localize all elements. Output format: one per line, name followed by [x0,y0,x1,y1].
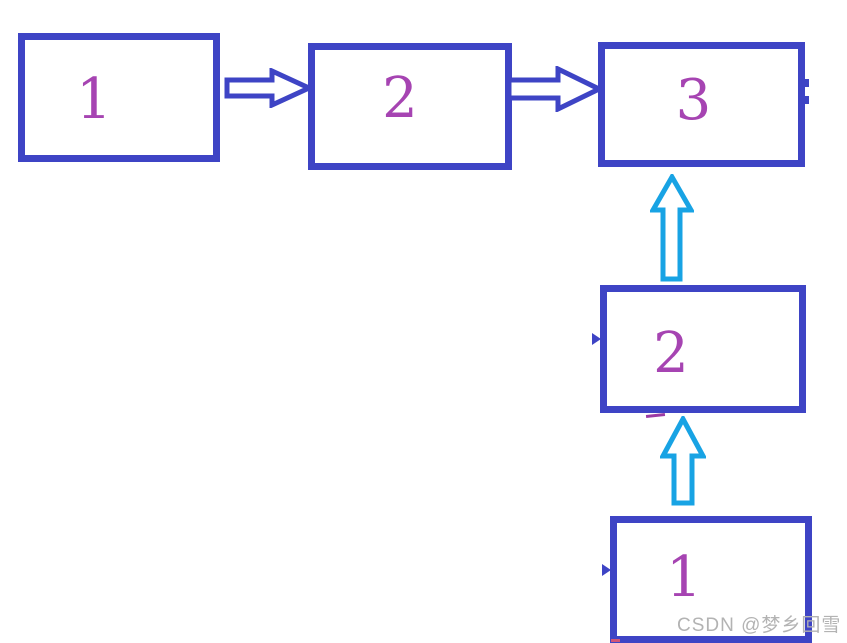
node-label: 1 [76,66,112,132]
node-label: 3 [675,67,712,133]
arrow-right-icon [506,66,602,112]
arrow-up-icon [650,174,694,282]
node-label: 2 [653,321,689,386]
node-label: 2 [382,65,418,131]
arrow-up-icon [660,416,706,506]
csdn-watermark: CSDN @梦乡回雪 [677,615,842,636]
node-label: 1 [666,544,702,610]
red-pen-mark [611,639,620,642]
arrow-right-icon [224,68,312,108]
node-box-top-3: 3 [598,42,805,167]
arrowhead-tick-icon [592,333,601,345]
node-box-mid-2: 2 [600,285,806,413]
arrowhead-tick-icon [602,564,611,576]
node-box-top-2: 2 [308,43,512,170]
truncated-arrow-tail-stub [801,79,809,87]
edge-stub-mark [800,327,806,352]
truncated-arrow-tail-stub [801,96,809,104]
node-box-top-1: 1 [18,33,220,162]
node-box-bottom-1: 1 [610,516,812,643]
